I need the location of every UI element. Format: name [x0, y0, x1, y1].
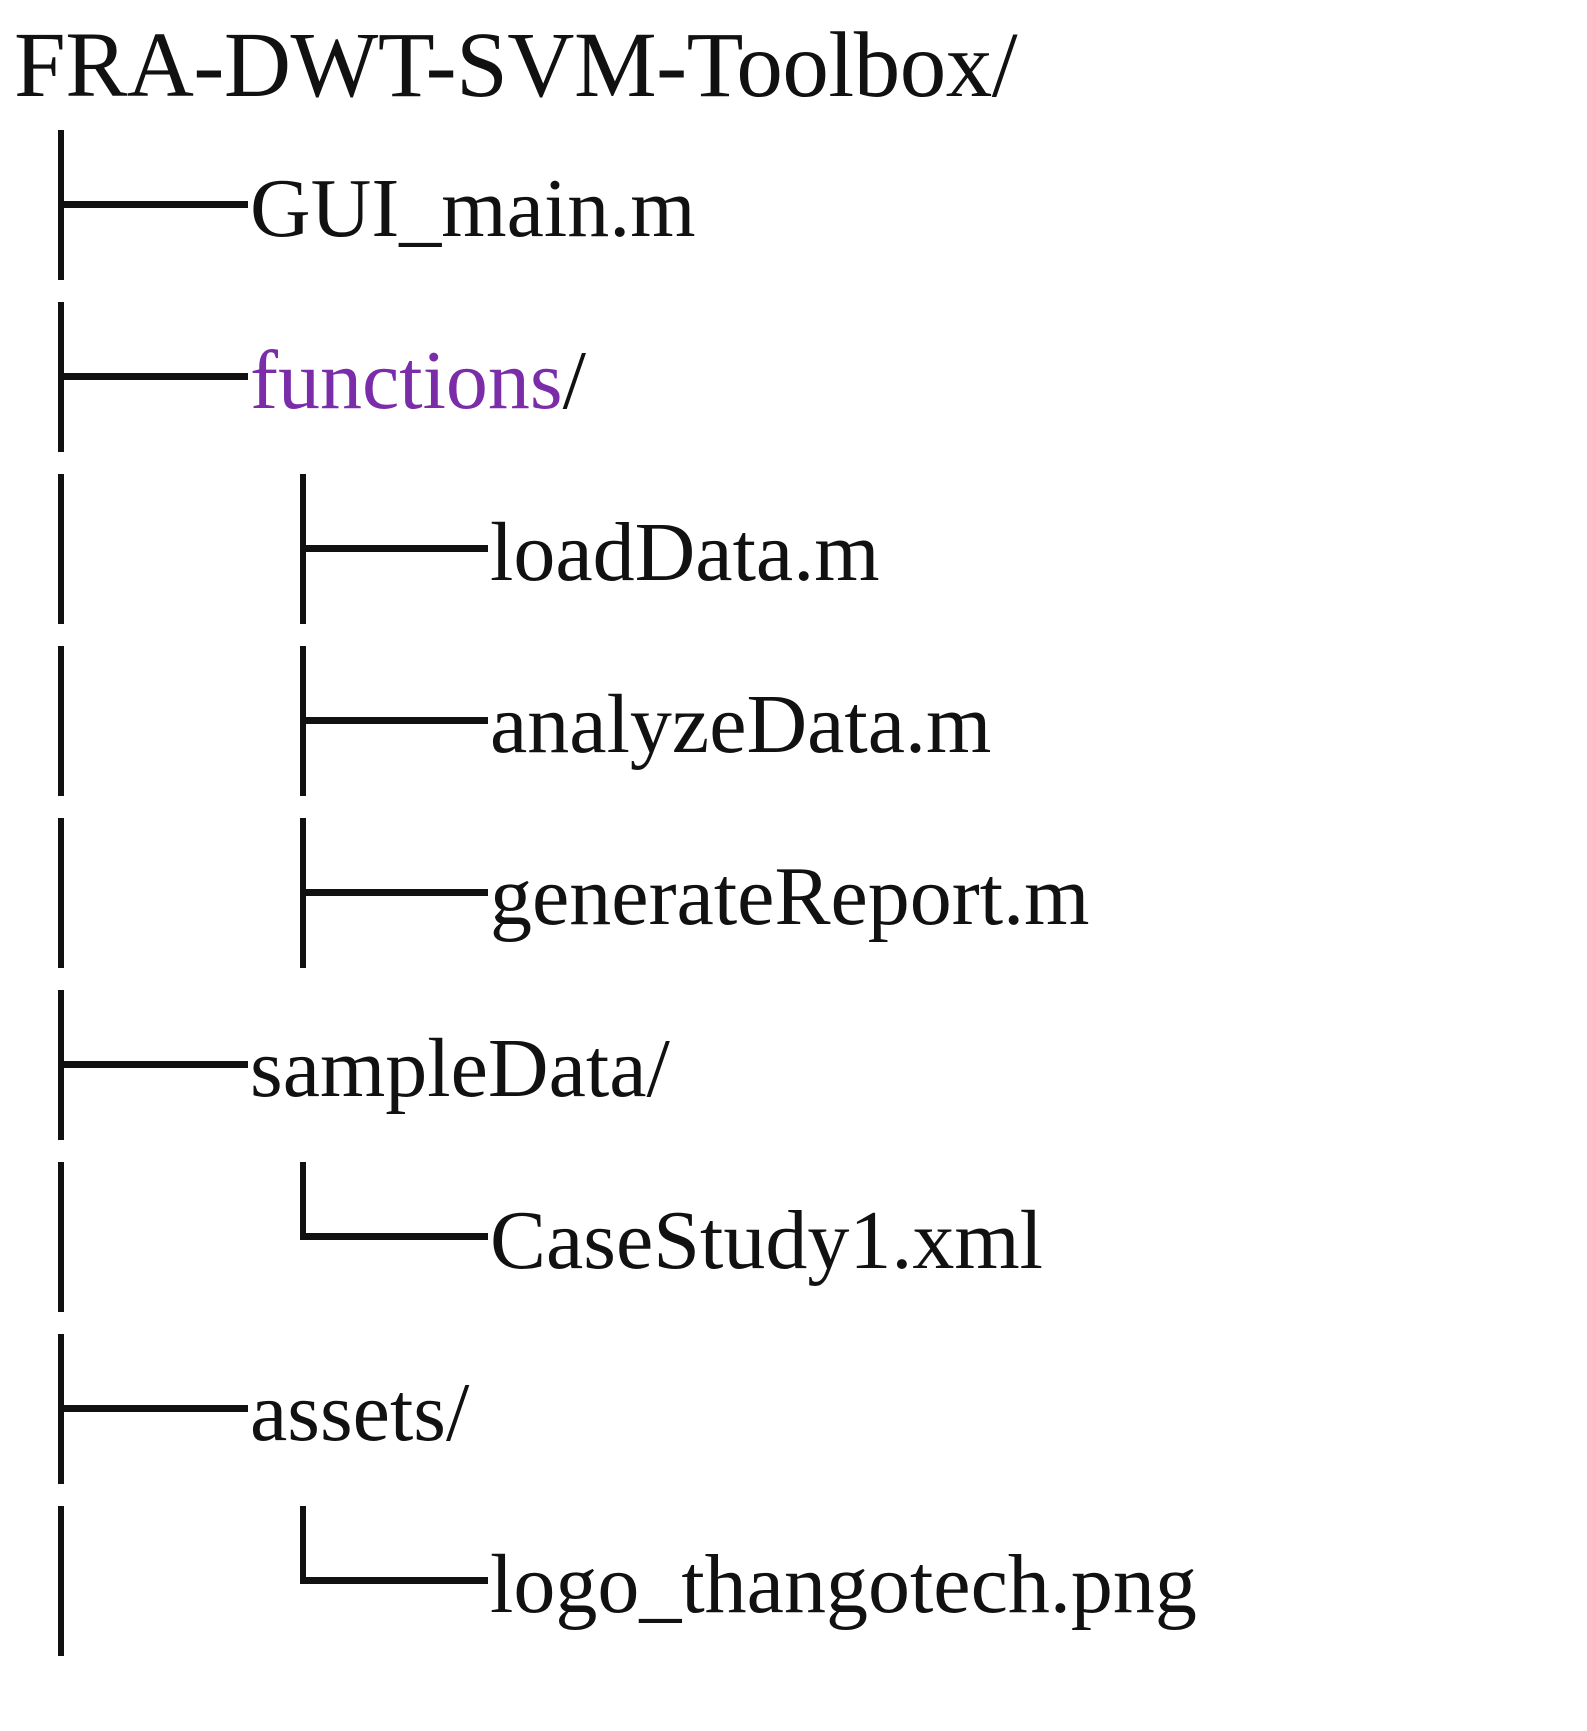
tree-root-row[interactable]: FRA-DWT-SVM-Toolbox/ — [14, 6, 1018, 124]
tree-node-label: GUI_main.m — [250, 162, 696, 255]
tree-horizontal-line — [300, 545, 488, 552]
tree-node-name: functions — [250, 334, 563, 427]
tree-row-generatereport-m[interactable]: generateReport.m — [0, 818, 1587, 968]
tree-row-casestudy1-xml[interactable]: CaseStudy1.xml — [0, 1162, 1587, 1312]
tree-horizontal-line — [58, 373, 248, 380]
tree-connector-tee — [0, 474, 490, 624]
tree-parent-trunk-line — [58, 474, 64, 624]
tree-connector-elbow — [0, 1506, 490, 1656]
tree-connector-tee — [0, 818, 490, 968]
tree-parent-trunk-line — [58, 646, 64, 796]
tree-horizontal-line — [300, 1233, 488, 1240]
tree-horizontal-line — [300, 889, 488, 896]
tree-row-sampledata[interactable]: sampleData/ — [0, 990, 1587, 1140]
tree-node-label: logo_thangotech.png — [490, 1538, 1197, 1631]
tree-node-label: functions/ — [250, 339, 586, 423]
tree-connector-tee — [0, 646, 490, 796]
tree-row-logo-thangotech-png[interactable]: logo_thangotech.png — [0, 1506, 1587, 1656]
tree-node-label: loadData.m — [490, 506, 880, 599]
tree-row-assets[interactable]: assets/ — [0, 1334, 1587, 1484]
tree-node-label: assets/ — [250, 1366, 470, 1459]
tree-row-analyzedata-m[interactable]: analyzeData.m — [0, 646, 1587, 796]
tree-row-gui-main-m[interactable]: GUI_main.m — [0, 130, 1587, 280]
tree-horizontal-line — [58, 201, 248, 208]
tree-connector-tee — [0, 302, 250, 452]
tree-elbow-line — [300, 1162, 306, 1237]
tree-connector-tee — [0, 990, 250, 1140]
tree-node-suffix: / — [562, 334, 586, 427]
tree-horizontal-line — [300, 717, 488, 724]
tree-row-functions[interactable]: functions/ — [0, 302, 1587, 452]
tree-root-label: FRA-DWT-SVM-Toolbox/ — [14, 13, 1018, 117]
tree-parent-trunk-line — [58, 1506, 64, 1656]
tree-connector-tee — [0, 130, 250, 280]
tree-node-label: sampleData/ — [250, 1022, 670, 1115]
tree-connector-tee — [0, 1334, 250, 1484]
tree-node-label: analyzeData.m — [490, 678, 992, 771]
tree-horizontal-line — [58, 1061, 248, 1068]
tree-parent-trunk-line — [58, 1162, 64, 1312]
tree-horizontal-line — [58, 1405, 248, 1412]
tree-node-label: CaseStudy1.xml — [490, 1194, 1044, 1287]
tree-elbow-line — [300, 1506, 306, 1581]
tree-row-loaddata-m[interactable]: loadData.m — [0, 474, 1587, 624]
tree-horizontal-line — [300, 1577, 488, 1584]
tree-parent-trunk-line — [58, 818, 64, 968]
tree-connector-elbow — [0, 1162, 490, 1312]
tree-node-label: generateReport.m — [490, 850, 1090, 943]
